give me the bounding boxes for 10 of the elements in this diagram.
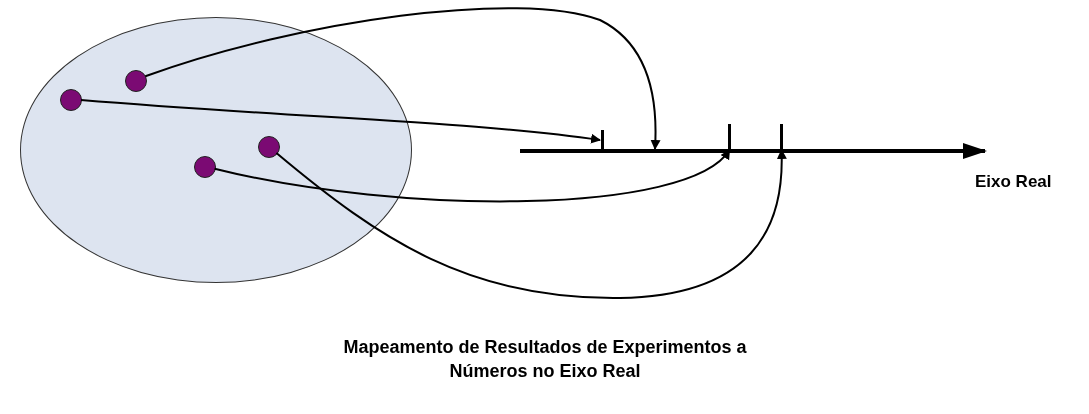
arrow	[144, 7, 661, 150]
point-dot	[194, 156, 216, 178]
point-dot	[60, 89, 82, 111]
tick-mark	[728, 124, 731, 150]
tick-mark	[780, 124, 783, 150]
point-dot	[258, 136, 280, 158]
axis-label: Eixo Real	[975, 172, 1052, 192]
point-dot	[125, 70, 147, 92]
caption: Mapeamento de Resultados de Experimentos a Números no Eixo Real	[342, 336, 748, 383]
tick-mark	[601, 130, 604, 150]
